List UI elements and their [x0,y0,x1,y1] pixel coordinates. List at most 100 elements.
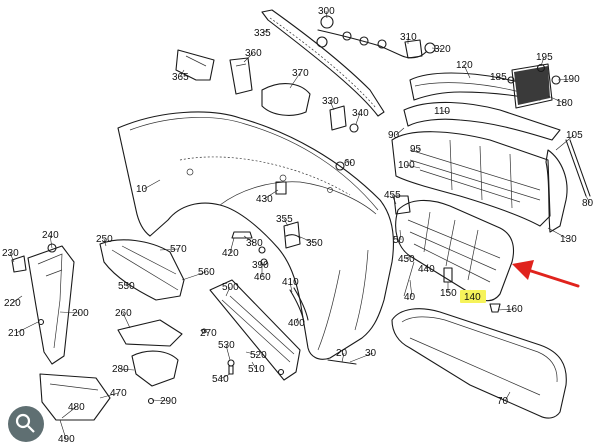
callout-510: 510 [248,364,265,375]
callout-105: 105 [566,130,583,141]
callout-110: 110 [434,106,450,117]
end-cap-shape [545,149,568,233]
bracket-200-shape [11,243,75,365]
callout-95: 95 [410,144,422,155]
leader-180 [547,95,565,104]
leader-335 [261,29,269,34]
leader-120 [463,64,471,79]
callout-350: 350 [306,238,323,249]
leader-450 [405,255,411,260]
callout-290: 290 [160,396,177,407]
callout-360: 360 [245,48,262,59]
callout-550: 550 [118,281,135,292]
bracket-280-shape [131,350,179,387]
leader-320 [431,47,443,50]
leader-500 [225,286,231,297]
callout-185: 185 [490,72,507,83]
callout-570: 570 [170,244,187,255]
red-arrow-icon [512,260,580,288]
shield-370-shape [261,83,311,116]
leader-210 [15,321,39,334]
leader-365 [179,69,185,78]
strip-410-shape [289,261,415,323]
callout-130: 130 [560,234,577,245]
leader-80 [585,195,591,204]
callout-10: 10 [136,184,148,195]
callout-335: 335 [254,28,271,39]
callout-450: 450 [398,254,415,265]
callout-60: 60 [344,158,356,169]
leader-570 [159,248,179,251]
callout-30: 30 [365,348,377,359]
leader-185 [497,76,511,81]
callout-540: 540 [212,374,229,385]
callout-500: 500 [222,282,239,293]
leader-50 [399,229,402,241]
callout-250: 250 [96,234,113,245]
leader-360 [243,52,254,63]
bracket-455-shape [275,181,411,215]
top-trim-strip-shape [261,9,385,117]
leader-390 [259,261,263,266]
lower-trim-shape [391,308,567,419]
callout-365: 365 [172,72,189,83]
leader-430 [263,189,279,200]
callout-480: 480 [68,402,85,413]
leader-380 [243,235,255,244]
leader-290 [151,399,169,402]
leader-160 [497,308,515,311]
leader-520 [245,351,259,356]
callout-355: 355 [276,214,293,225]
fasteners-topright-shape [507,63,561,85]
bracket-260-shape [117,319,183,347]
leader-60 [344,159,353,164]
clips-380-shape [231,231,268,266]
mounts-350-shape [283,161,345,249]
leader-280 [119,368,135,371]
callout-430: 430 [256,194,273,205]
callout-120: 120 [456,60,473,71]
leader-330 [329,100,335,111]
leader-95 [417,148,421,151]
leader-420 [229,237,235,254]
search-lens-icon [8,406,44,442]
leader-560 [181,271,207,281]
callout-80: 80 [582,198,594,209]
callout-180: 180 [556,98,573,109]
callout-190: 190 [563,74,580,85]
leader-480 [61,406,77,419]
leader-220 [11,295,23,304]
leader-20 [341,352,345,363]
callout-150: 150 [440,288,457,299]
callout-330: 330 [322,96,339,107]
leader-230 [9,252,15,263]
callout-400: 400 [288,318,305,329]
callout-370: 370 [292,68,309,79]
leader-90 [395,127,405,136]
leader-350 [297,235,315,244]
leader-130 [547,227,569,240]
carrier-shape [395,199,515,302]
leader-370 [289,72,301,89]
callout-440: 440 [418,264,435,275]
callout-300: 300 [318,6,335,17]
leader-105 [555,134,575,151]
callout-240: 240 [42,230,59,241]
bracket-365-shape [175,49,215,81]
leader-195 [540,56,545,67]
callout-340: 340 [352,108,369,119]
callout-90: 90 [388,130,400,141]
callout-310: 310 [400,32,417,43]
callout-70: 70 [497,396,509,407]
callout-20: 20 [336,348,348,359]
callout-160: 160 [506,304,523,315]
diffuser-middle-shape [391,131,551,227]
leader-70 [504,391,511,402]
side-strip-shape [565,139,591,197]
callout-470: 470 [110,388,127,399]
leader-440 [425,263,429,270]
leader-550 [125,281,133,287]
reinforcement-500-shape [209,279,301,381]
